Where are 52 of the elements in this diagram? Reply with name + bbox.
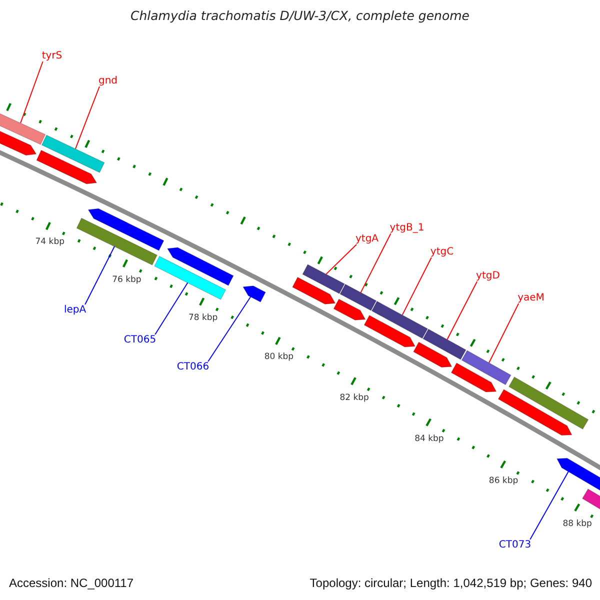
gene-bar bbox=[76, 218, 158, 266]
leader-line bbox=[326, 244, 357, 275]
footer-text: Topology: circular; Length: 1,042,519 bp; Genes: 940 bbox=[310, 576, 592, 590]
diagram-title: Chlamydia trachomatis D/UW-3/CX, complete genome bbox=[130, 8, 470, 23]
gene-feature bbox=[333, 298, 366, 320]
scale-label: 86 kbp bbox=[488, 476, 518, 486]
leader-line bbox=[530, 471, 569, 540]
leader-line bbox=[74, 86, 100, 150]
gene-bar bbox=[302, 264, 345, 294]
scale-label: 82 kbp bbox=[340, 392, 369, 403]
gene-feature bbox=[167, 247, 234, 286]
gene-bar bbox=[340, 284, 377, 311]
gene-bar bbox=[422, 328, 466, 360]
gene-feature bbox=[292, 276, 336, 304]
scale-label: 84 kbp bbox=[414, 434, 444, 444]
leader-line bbox=[84, 246, 115, 305]
leader-line bbox=[402, 257, 432, 316]
scale-label: 74 kbp bbox=[35, 237, 64, 248]
gene-label: yaeM bbox=[518, 292, 544, 304]
gene-label: ytgD bbox=[476, 270, 500, 282]
gene-label: tyrS bbox=[42, 50, 62, 62]
gene-label: ytgA bbox=[355, 234, 379, 244]
scale-label: 80 kbp bbox=[264, 352, 294, 362]
leader-line bbox=[360, 233, 392, 294]
gene-label: CT073 bbox=[498, 540, 532, 550]
gene-label: lepA bbox=[64, 304, 86, 316]
scale-label: 88 kbp bbox=[562, 518, 592, 529]
gene-bar bbox=[508, 376, 589, 430]
gene-label: ytgB_1 bbox=[390, 222, 424, 234]
gene-label: CT065 bbox=[124, 334, 156, 346]
gene-feature bbox=[364, 315, 416, 348]
gene-feature bbox=[498, 389, 572, 436]
scale-label: 76 kbp bbox=[112, 274, 142, 285]
leader-line bbox=[208, 296, 252, 362]
gene-feature bbox=[242, 286, 266, 302]
gene-feature bbox=[88, 208, 164, 251]
gene-feature bbox=[413, 342, 452, 368]
gene-label: ytgC bbox=[430, 246, 454, 258]
gene-bar bbox=[461, 350, 512, 386]
leader-line bbox=[154, 282, 188, 335]
footer-text: Accession: NC_000117 bbox=[9, 576, 134, 590]
gene-bar bbox=[371, 300, 428, 339]
gene-bar bbox=[41, 134, 105, 173]
gene-feature bbox=[36, 150, 98, 184]
gene-label: gnd bbox=[98, 76, 118, 86]
leader-line bbox=[20, 61, 44, 124]
gene-label: CT066 bbox=[176, 362, 210, 372]
leader-line bbox=[446, 281, 478, 340]
scale-label: 78 kbp bbox=[188, 313, 218, 324]
gene-feature bbox=[450, 362, 497, 392]
leader-line bbox=[488, 303, 520, 364]
gene-bar bbox=[154, 256, 226, 300]
